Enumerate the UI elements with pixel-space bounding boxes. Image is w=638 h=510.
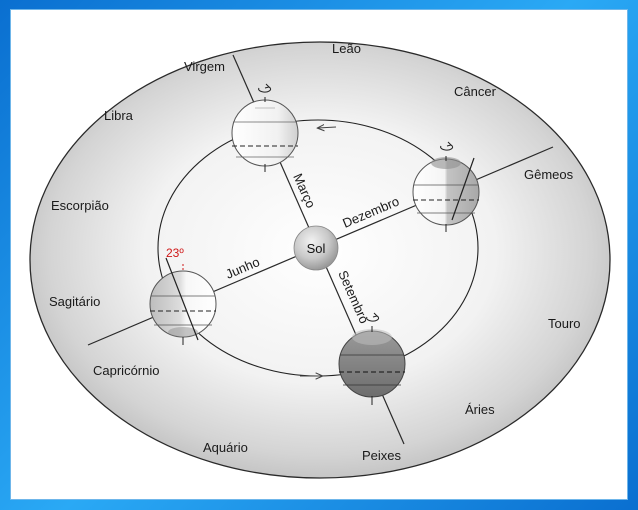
- earth-globe-marco: [231, 83, 299, 172]
- orbit-arrow-top: [318, 127, 337, 128]
- zodiac-label-touro: Touro: [548, 316, 581, 331]
- earth-globe-dezembro: [412, 141, 480, 232]
- zodiac-label-libra: Libra: [104, 108, 134, 123]
- zodiac-label-cancer: Câncer: [454, 84, 497, 99]
- zodiac-label-gemeos: Gêmeos: [524, 167, 574, 182]
- zodiac-label-aries: Áries: [465, 402, 495, 417]
- zodiac-label-sagitario: Sagitário: [49, 294, 100, 309]
- zodiac-label-leao: Leão: [332, 41, 361, 56]
- earth-globe-setembro: [338, 312, 406, 405]
- zodiac-label-capricornio: Capricórnio: [93, 363, 159, 378]
- zodiac-label-virgem: Virgem: [184, 59, 225, 74]
- zodiac-label-peixes: Peixes: [362, 448, 402, 463]
- tilt-angle-label: 23º: [166, 246, 184, 260]
- sun-sphere: [293, 225, 339, 271]
- earth-globe-junho: [149, 257, 217, 345]
- zodiac-label-aquario: Aquário: [203, 440, 248, 455]
- sun-label: Sol: [307, 241, 326, 256]
- zodiac-label-escorpiao: Escorpião: [51, 198, 109, 213]
